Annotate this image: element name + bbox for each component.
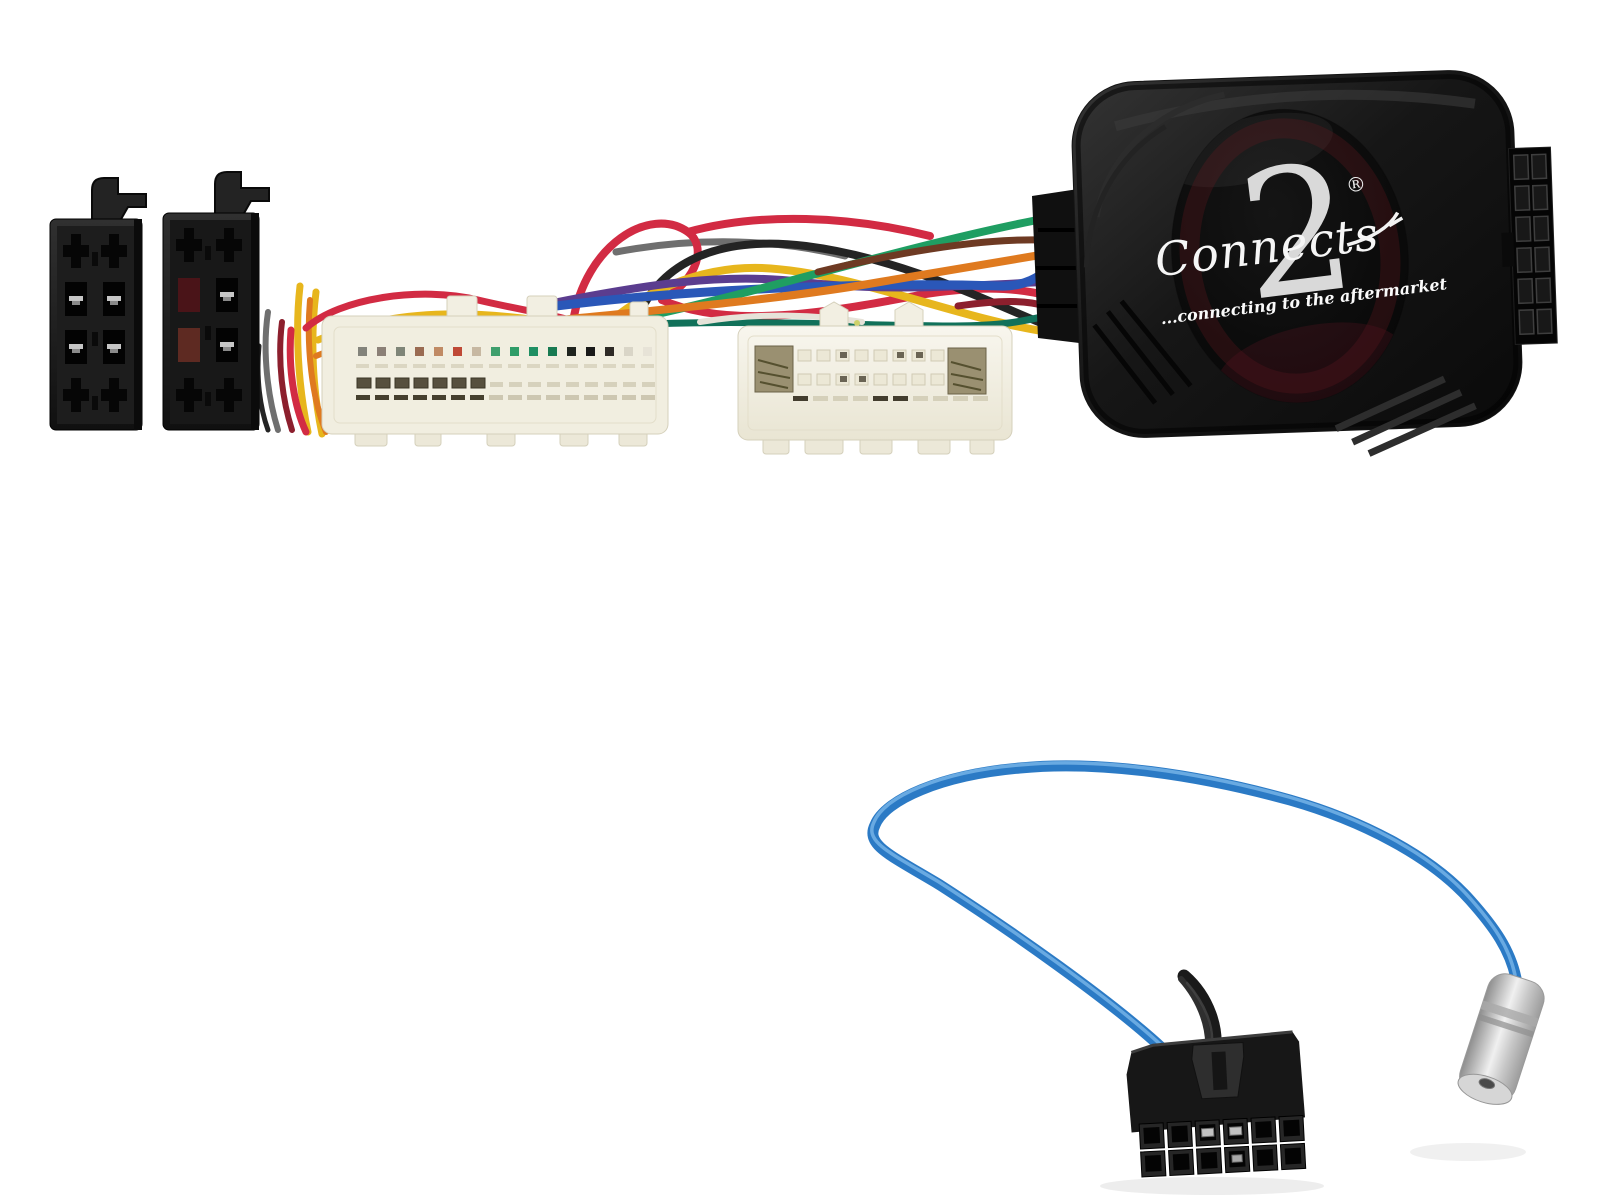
iso-connector-right [162,171,270,431]
bottom-bars-light [813,396,988,401]
vehicle-plug-b [737,301,1013,455]
registered-mark: ® [1345,171,1368,197]
bottom-bars-dark [793,396,908,401]
moulding-dot [854,320,860,326]
antenna-adapter-lead [867,760,1545,1195]
antenna-din-plug [1457,973,1545,1105]
pin-contacts [1200,1126,1243,1163]
ribs-lower-right [1334,375,1477,457]
red-sheen [1179,118,1401,394]
top-tabs [446,295,649,321]
slot-row-2-marks [840,376,866,382]
top-tabs [819,301,924,333]
antenna-cable [867,760,1522,1054]
shadow [1100,1177,1324,1195]
gloss-highlight [1114,89,1476,132]
center-slots [92,252,98,410]
wire-bundle [551,214,1055,336]
logo-flourish [1346,211,1404,247]
cross-holes [63,234,127,412]
connects2-logo: 2 Connects ® ...connecting to the afterm… [1152,126,1449,341]
pin-holes [65,282,125,364]
latch [214,171,270,216]
latch [91,177,147,222]
slot-marks-top [356,364,654,368]
ridge [1083,124,1167,268]
pin-row-top [358,347,652,356]
slot-bars-dark [356,395,484,400]
vehicle-plug-a [321,295,669,447]
cross-holes [176,228,242,412]
logo-numeral: 2 [1230,126,1365,341]
ribs-lower-left [1092,299,1193,405]
pin-holes [178,278,238,362]
crimp-terminals [356,377,486,389]
metal-terminal-right [947,347,987,395]
metal-terminal-left [754,345,794,393]
patch-plug [1126,1030,1307,1178]
logo-label: 2 Connects ® ...connecting to the afterm… [1152,108,1449,414]
feet [762,437,995,455]
patch-socket [1501,146,1558,345]
center-slots [205,246,211,406]
pin-cells [1138,1114,1307,1178]
slot-bars-light [489,395,655,400]
shadow [1410,1143,1526,1161]
slot-marks-mid [490,382,655,387]
iso-to-plug-wires [255,282,329,438]
iso-connector-left [49,177,147,431]
cable-highlight [870,761,1517,1047]
slot-row-1-marks [840,352,923,358]
socket-hole [1478,1078,1496,1090]
interface-box: 2 Connects ® ...connecting to the afterm… [1032,70,1558,457]
